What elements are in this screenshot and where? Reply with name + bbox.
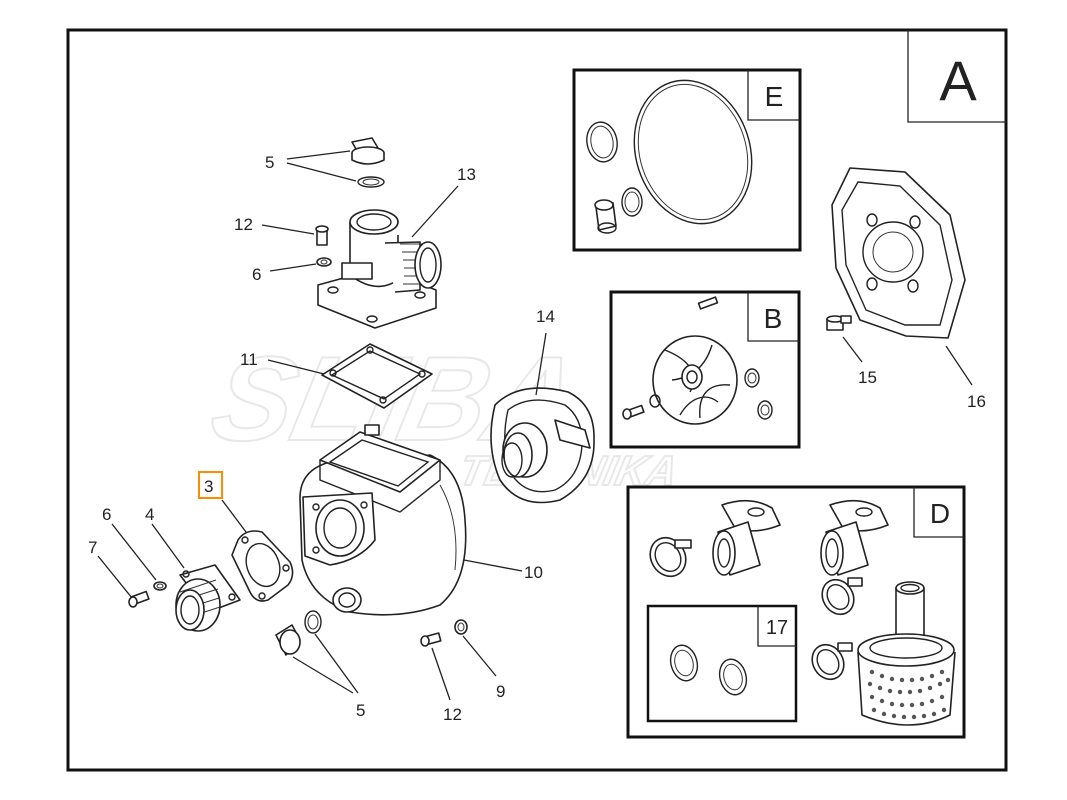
flange-gasket-3 (231, 530, 294, 602)
sheet-letter-box: A (907, 30, 1006, 123)
inset-d-label: D (930, 498, 950, 529)
inset-e-label: E (765, 81, 784, 112)
o-ring-large (633, 79, 753, 225)
strainer-holes (867, 669, 951, 720)
gasket-11 (321, 343, 433, 409)
hose-clamp-2 (821, 577, 863, 616)
inset-17-label: 17 (766, 617, 788, 639)
pump-housing (299, 424, 467, 616)
bottom-bolt (420, 632, 442, 647)
key-pin (697, 296, 719, 310)
discharge-elbow (317, 209, 442, 329)
top-washer (357, 176, 385, 188)
hose-fitting-2 (820, 499, 889, 576)
callout-12-top: 12 (234, 215, 253, 234)
callout-13: 13 (457, 165, 476, 184)
callout-16: 16 (967, 392, 986, 411)
diagram-frame (66, 28, 1008, 772)
bolt-15 (826, 315, 852, 331)
washer-b1 (744, 368, 760, 388)
inset-d: D (626, 485, 966, 739)
inset-17: 17 (646, 604, 798, 723)
inset-e: E (572, 68, 802, 252)
drain-plug (275, 624, 301, 656)
bushing (594, 199, 617, 234)
callout-9: 9 (496, 682, 505, 701)
gasket-ring-1 (669, 644, 699, 682)
callout-11: 11 (240, 350, 258, 369)
top-plug (351, 137, 385, 165)
inset-b-label: B (764, 303, 783, 334)
bottom-washer (454, 619, 468, 635)
callout-14: 14 (536, 307, 555, 326)
callout-10: 10 (524, 563, 543, 582)
hose-fitting-1 (712, 499, 781, 576)
top-bolt (315, 225, 329, 246)
washer-b2 (757, 400, 773, 420)
drain-washer (304, 610, 322, 634)
impeller-bolt (622, 394, 661, 420)
left-washer (153, 581, 167, 591)
callout-3-highlight (198, 471, 223, 499)
callout-6-left: 6 (102, 505, 111, 524)
strainer (857, 581, 956, 726)
callout-12-bottom: 12 (443, 705, 462, 724)
callout-6-top: 6 (252, 265, 261, 284)
gasket-ring-2 (718, 658, 748, 696)
callout-5-bottom: 5 (356, 701, 365, 720)
top-small-washer (316, 257, 332, 267)
seal-ring (621, 187, 643, 217)
sheet-letter: A (939, 49, 977, 112)
hose-clamp-1 (649, 536, 692, 578)
callout-5-top: 5 (265, 153, 274, 172)
volute-14 (490, 387, 595, 504)
callout-3: 3 (204, 477, 213, 496)
o-ring-small (586, 121, 618, 163)
callout-7: 7 (88, 538, 97, 557)
callout-4: 4 (145, 505, 154, 524)
left-bolt (128, 590, 150, 608)
inset-b: B (609, 290, 801, 449)
hose-clamp-3 (811, 642, 853, 681)
callout-15: 15 (858, 368, 877, 387)
back-plate (831, 167, 966, 339)
suction-flange-4 (175, 564, 241, 632)
impeller (652, 335, 738, 425)
